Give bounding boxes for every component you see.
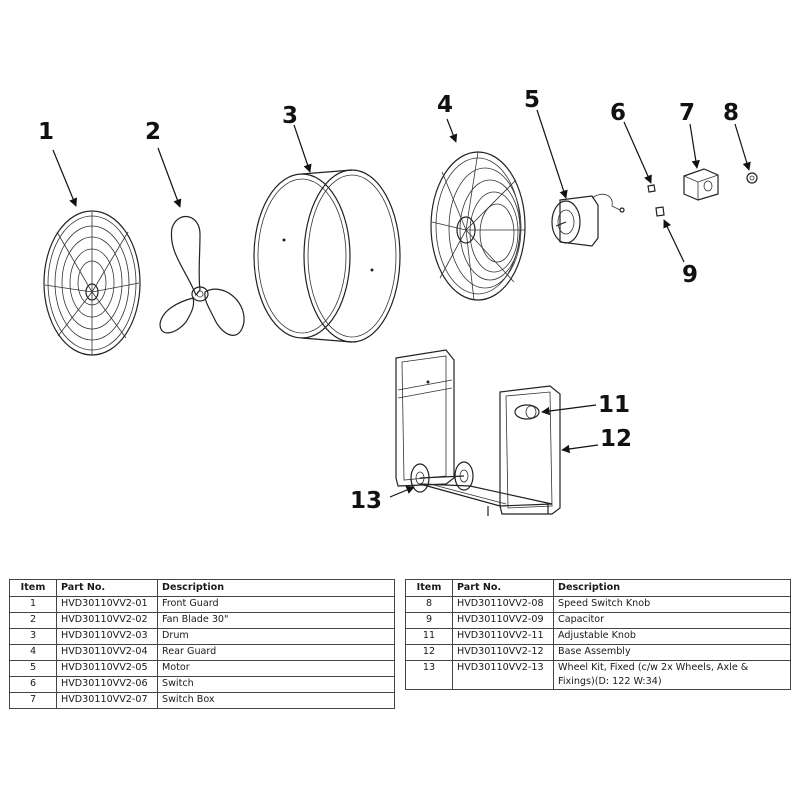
part-description: Adjustable Knob	[553, 628, 791, 645]
item-number: 3	[9, 628, 57, 645]
motor-drawing	[551, 193, 625, 247]
callout-6: 6	[610, 100, 626, 126]
part-number: HVD30110VV2-09	[452, 612, 554, 629]
callout-5: 5	[524, 87, 540, 113]
capacitor-drawing	[655, 206, 665, 217]
header-description: Description	[157, 579, 395, 597]
drum-drawing	[253, 169, 401, 343]
part-description: Motor	[157, 660, 395, 677]
base-assembly-drawing	[395, 349, 561, 516]
item-number: 1	[9, 596, 57, 613]
exploded-parts-diagram: 1 2 3 4 5 6 7 8 9 11 12 13	[38, 87, 758, 516]
part-number: HVD30110VV2-01	[56, 596, 158, 613]
switch-box-drawing	[683, 168, 719, 201]
part-description: Rear Guard	[157, 644, 395, 661]
adjustable-knob-drawing	[514, 404, 540, 420]
callout-2: 2	[145, 119, 161, 145]
callout-11: 11	[598, 392, 630, 418]
callout-1: 1	[38, 119, 54, 145]
header-part-no: Part No.	[452, 579, 554, 597]
part-description: Drum	[157, 628, 395, 645]
part-number: HVD30110VV2-03	[56, 628, 158, 645]
item-number: 8	[405, 596, 453, 613]
item-number: 4	[9, 644, 57, 661]
item-number: 2	[9, 612, 57, 629]
item-number: 12	[405, 644, 453, 661]
part-number: HVD30110VV2-13	[452, 660, 554, 690]
table-header-row: Item Part No. Description	[405, 579, 791, 597]
callout-12: 12	[600, 426, 632, 452]
part-description: Switch Box	[157, 692, 395, 709]
part-description: Front Guard	[157, 596, 395, 613]
part-number: HVD30110VV2-07	[56, 692, 158, 709]
part-description: Speed Switch Knob	[553, 596, 791, 613]
part-description: Capacitor	[553, 612, 791, 629]
table-header-row: Item Part No. Description	[9, 579, 395, 597]
callout-8: 8	[723, 100, 739, 126]
part-description: Base Assembly	[553, 644, 791, 661]
callout-9: 9	[682, 262, 698, 288]
callout-3: 3	[282, 103, 298, 129]
callout-7: 7	[679, 100, 695, 126]
part-number: HVD30110VV2-12	[452, 644, 554, 661]
switch-drawing	[647, 184, 656, 193]
wheel-kit-drawing	[410, 461, 474, 493]
item-number: 13	[405, 660, 453, 690]
part-number: HVD30110VV2-04	[56, 644, 158, 661]
item-number: 9	[405, 612, 453, 629]
part-number: HVD30110VV2-02	[56, 612, 158, 629]
part-number: HVD30110VV2-11	[452, 628, 554, 645]
rear-guard-drawing	[430, 151, 526, 301]
part-description: Wheel Kit, Fixed (c/w 2x Wheels, Axle & …	[553, 660, 791, 690]
part-description: Switch	[157, 676, 395, 693]
front-guard-drawing	[43, 210, 141, 356]
callout-4: 4	[437, 92, 453, 118]
item-number: 11	[405, 628, 453, 645]
part-number: HVD30110VV2-08	[452, 596, 554, 613]
part-description: Fan Blade 30"	[157, 612, 395, 629]
part-number: HVD30110VV2-05	[56, 660, 158, 677]
item-number: 7	[9, 692, 57, 709]
speed-switch-knob-drawing	[746, 172, 758, 184]
item-number: 5	[9, 660, 57, 677]
header-description: Description	[553, 579, 791, 597]
fan-blade-drawing	[159, 216, 245, 336]
part-number: HVD30110VV2-06	[56, 676, 158, 693]
header-item: Item	[9, 579, 57, 597]
header-part-no: Part No.	[56, 579, 158, 597]
item-number: 6	[9, 676, 57, 693]
callout-leaders	[52, 109, 751, 498]
callout-13: 13	[350, 488, 382, 514]
header-item: Item	[405, 579, 453, 597]
